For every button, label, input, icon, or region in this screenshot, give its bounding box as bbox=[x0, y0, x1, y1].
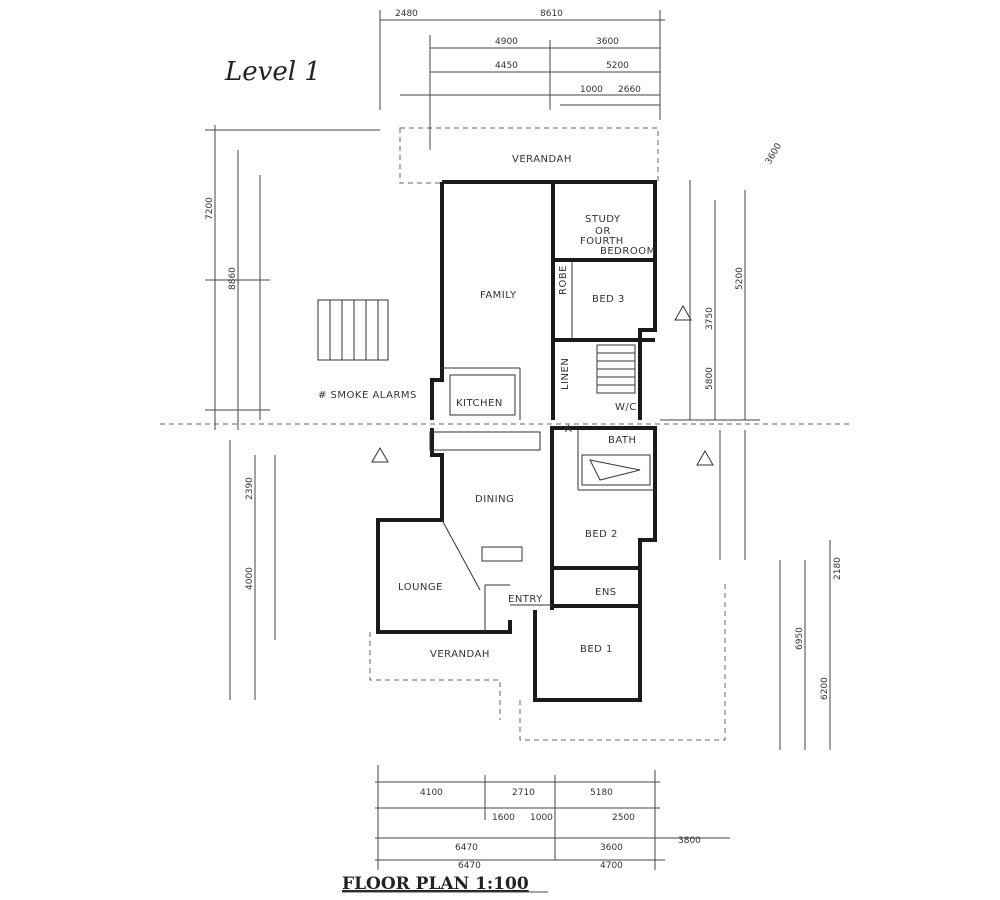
drawing-title: FLOOR PLAN 1:100 bbox=[342, 874, 529, 894]
room-label-bed3: BED 3 bbox=[592, 294, 625, 305]
room-label-verandah-top: VERANDAH bbox=[512, 154, 572, 165]
outer-wall-upper bbox=[430, 180, 657, 420]
dim-bottom-6470-a: 6470 bbox=[455, 843, 478, 853]
outer-wall-lower bbox=[376, 426, 657, 702]
stair-icon bbox=[596, 344, 636, 394]
dim-bottom-4100: 4100 bbox=[420, 788, 443, 798]
dim-bottom-3800: 3800 bbox=[678, 836, 701, 846]
room-label-entry: ENTRY bbox=[508, 594, 543, 605]
dim-top-2660: 2660 bbox=[618, 85, 641, 95]
dim-left-7200: 7200 bbox=[205, 197, 215, 220]
dim-bottom-6470-b: 6470 bbox=[458, 861, 481, 871]
dim-right-2180: 2180 bbox=[833, 557, 843, 580]
note-smoke-alarms: # SMOKE ALARMS bbox=[318, 390, 417, 401]
room-label-wc: W/C bbox=[615, 402, 637, 413]
dim-bottom-1600: 1600 bbox=[492, 813, 515, 823]
dim-right-5800: 5800 bbox=[705, 367, 715, 390]
note-marker-a: A bbox=[565, 424, 572, 435]
room-label-study-or: OR bbox=[595, 226, 611, 237]
left-dimension-lines bbox=[205, 125, 380, 700]
room-label-bed2: BED 2 bbox=[585, 529, 618, 540]
dim-right-5200: 5200 bbox=[735, 267, 745, 290]
room-label-bed1: BED 1 bbox=[580, 644, 613, 655]
dim-top-4900: 4900 bbox=[495, 37, 518, 47]
bath-tub-icon bbox=[581, 454, 651, 486]
dim-top-1000: 1000 bbox=[580, 85, 603, 95]
room-label-dining: DINING bbox=[475, 494, 514, 505]
room-label-verandah-bottom: VERANDAH bbox=[430, 649, 490, 660]
dim-bottom-3600: 3600 bbox=[600, 843, 623, 853]
bottom-dimension-lines bbox=[375, 765, 730, 870]
dim-bottom-2710: 2710 bbox=[512, 788, 535, 798]
room-label-study-bedroom: BEDROOM bbox=[600, 246, 656, 257]
dim-bottom-2500: 2500 bbox=[612, 813, 635, 823]
top-dimension-lines bbox=[379, 10, 665, 150]
dim-top-3600: 3600 bbox=[596, 37, 619, 47]
room-label-bath: BATH bbox=[608, 435, 637, 446]
dim-bottom-5180: 5180 bbox=[590, 788, 613, 798]
wall-lounge-dining bbox=[441, 519, 481, 591]
dining-table bbox=[481, 546, 523, 562]
dim-bottom-4700: 4700 bbox=[600, 861, 623, 871]
marker-triangle-icon bbox=[371, 304, 714, 466]
room-label-study: STUDY bbox=[585, 214, 621, 225]
dim-right-3750: 3750 bbox=[705, 307, 715, 330]
dim-left-4000: 4000 bbox=[245, 567, 255, 590]
room-label-ens: ENS bbox=[595, 587, 617, 598]
room-label-robe: ROBE bbox=[558, 265, 569, 295]
dim-right-6950: 6950 bbox=[795, 627, 805, 650]
kitchen-island bbox=[449, 374, 516, 416]
dim-left-2390: 2390 bbox=[245, 477, 255, 500]
room-label-study-fourth: FOURTH bbox=[580, 236, 624, 247]
dim-top-4450: 4450 bbox=[495, 61, 518, 71]
dim-top-5200: 5200 bbox=[606, 61, 629, 71]
kitchen-bench-top bbox=[429, 431, 541, 451]
room-label-family: FAMILY bbox=[480, 290, 517, 301]
dim-top-2480: 2480 bbox=[395, 9, 418, 19]
room-label-lounge: LOUNGE bbox=[398, 582, 443, 593]
dim-bottom-1000: 1000 bbox=[530, 813, 553, 823]
level-label: Level 1 bbox=[224, 57, 321, 87]
dim-left-8860: 8860 bbox=[228, 267, 238, 290]
dim-top-8610: 8610 bbox=[540, 9, 563, 19]
right-dimension-lines bbox=[660, 180, 831, 750]
external-stair-icon bbox=[317, 299, 389, 361]
dim-right-3600: 3600 bbox=[764, 141, 784, 166]
verandah-bottom-outline bbox=[369, 580, 726, 741]
room-label-kitchen: KITCHEN bbox=[456, 398, 503, 409]
room-label-linen: LINEN bbox=[560, 358, 571, 390]
dim-right-6200: 6200 bbox=[820, 677, 830, 700]
